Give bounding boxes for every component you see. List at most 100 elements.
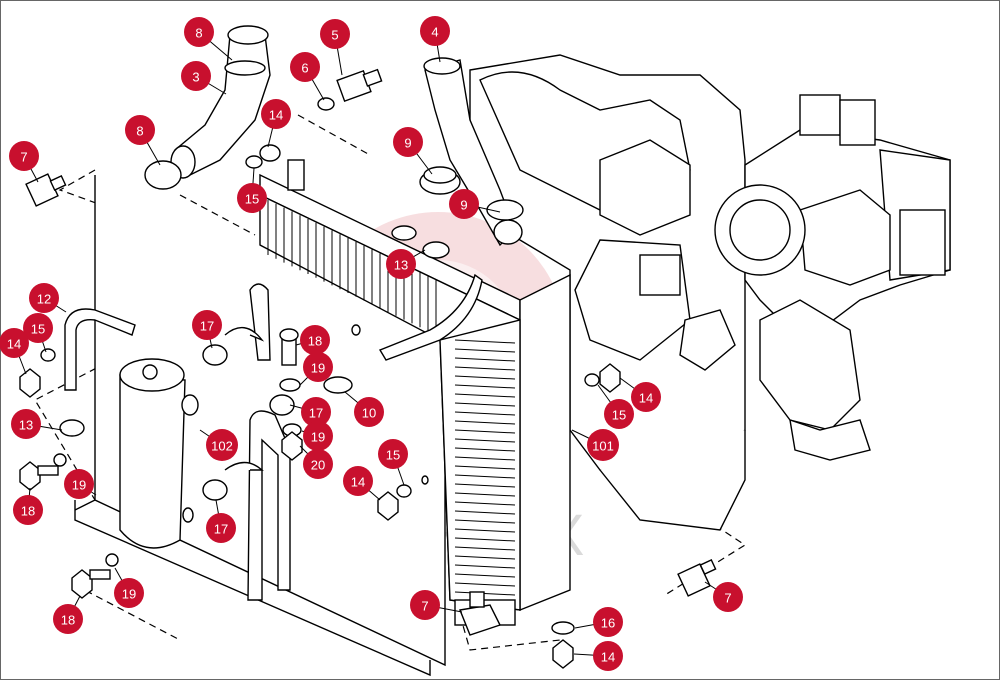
callout-clamp-b[interactable]: 9 bbox=[449, 189, 479, 219]
callout-number: 12 bbox=[37, 292, 51, 307]
callout-circle[interactable] bbox=[320, 19, 350, 49]
callout-number: 18 bbox=[61, 613, 75, 628]
callout-washer-bottom[interactable]: 19 bbox=[114, 578, 144, 608]
callout-circle[interactable] bbox=[410, 590, 440, 620]
callout-nut-upper[interactable]: 14 bbox=[261, 99, 291, 129]
callout-circle[interactable] bbox=[593, 607, 623, 637]
callout-circle[interactable] bbox=[587, 429, 619, 461]
callout-clamp-small-upper[interactable]: 13 bbox=[386, 249, 416, 279]
fin-line-side bbox=[454, 366, 516, 371]
fin-line-side bbox=[454, 564, 516, 569]
callout-clip-middle[interactable]: 17 bbox=[301, 397, 331, 427]
callout-sensor-washer[interactable]: 6 bbox=[290, 52, 320, 82]
callout-circle[interactable] bbox=[23, 313, 53, 343]
callout-circle[interactable] bbox=[303, 449, 333, 479]
callout-washer-center[interactable]: 19 bbox=[303, 352, 333, 382]
callout-circle[interactable] bbox=[206, 429, 238, 461]
callout-circle[interactable] bbox=[184, 17, 214, 47]
callout-bolt-center[interactable]: 18 bbox=[300, 325, 330, 355]
callout-circle[interactable] bbox=[181, 61, 211, 91]
callout-washer-lower-left[interactable]: 19 bbox=[64, 469, 94, 499]
callout-circle[interactable] bbox=[393, 127, 423, 157]
callout-circle[interactable] bbox=[303, 352, 333, 382]
callout-circle[interactable] bbox=[343, 466, 373, 496]
callout-tube[interactable]: 12 bbox=[29, 283, 59, 313]
callout-number: 16 bbox=[601, 616, 615, 631]
callout-circle[interactable] bbox=[9, 141, 39, 171]
fin-line-side bbox=[454, 465, 516, 470]
callout-circle[interactable] bbox=[354, 397, 384, 427]
callout-washer-mid[interactable]: 19 bbox=[303, 421, 333, 451]
fin-line-side bbox=[454, 393, 516, 398]
callout-hose-clamp-top[interactable]: 8 bbox=[184, 17, 214, 47]
callout-nut-bottom[interactable]: 14 bbox=[593, 641, 623, 671]
callout-number: 18 bbox=[21, 504, 35, 519]
callout-number: 14 bbox=[639, 391, 653, 406]
callout-nut-20[interactable]: 20 bbox=[303, 449, 333, 479]
callout-reservoir[interactable]: 102 bbox=[206, 429, 238, 461]
callout-circle[interactable] bbox=[713, 582, 743, 612]
callout-circle[interactable] bbox=[386, 249, 416, 279]
callout-circle[interactable] bbox=[261, 99, 291, 129]
callout-circle[interactable] bbox=[420, 16, 450, 46]
callout-circle[interactable] bbox=[114, 578, 144, 608]
callout-hose-clamp-lower[interactable]: 8 bbox=[125, 115, 155, 145]
callout-circle[interactable] bbox=[192, 310, 222, 340]
hose-clamp-8-lower bbox=[144, 160, 182, 190]
callout-circle[interactable] bbox=[290, 52, 320, 82]
callout-circle[interactable] bbox=[604, 399, 634, 429]
callout-circle[interactable] bbox=[64, 469, 94, 499]
callout-nut-left[interactable]: 14 bbox=[0, 328, 29, 358]
callout-circle[interactable] bbox=[0, 328, 29, 358]
callout-mount-right[interactable]: 7 bbox=[713, 582, 743, 612]
callout-circle[interactable] bbox=[29, 283, 59, 313]
callout-circle[interactable] bbox=[237, 183, 267, 213]
callout-circle[interactable] bbox=[303, 421, 333, 451]
callout-mount-bottom[interactable]: 7 bbox=[410, 590, 440, 620]
callout-bolt-lower-left[interactable]: 18 bbox=[13, 495, 43, 525]
callout-circle[interactable] bbox=[11, 409, 41, 439]
callout-number: 18 bbox=[308, 334, 322, 349]
callout-upper-hose[interactable]: 3 bbox=[181, 61, 211, 91]
callout-hose-engine[interactable]: 4 bbox=[420, 16, 450, 46]
callout-clamp-a[interactable]: 9 bbox=[393, 127, 423, 157]
callout-radiator[interactable]: 101 bbox=[587, 429, 619, 461]
fin-line-side bbox=[454, 420, 516, 425]
callout-circle[interactable] bbox=[206, 513, 236, 543]
callout-temperature-sensor[interactable]: 5 bbox=[320, 19, 350, 49]
callout-mount-left[interactable]: 7 bbox=[9, 141, 39, 171]
callout-circle[interactable] bbox=[13, 495, 43, 525]
callout-nut-mid-right[interactable]: 14 bbox=[343, 466, 373, 496]
callout-clip-upper[interactable]: 17 bbox=[192, 310, 222, 340]
callout-circle[interactable] bbox=[593, 641, 623, 671]
center-fasteners bbox=[202, 324, 361, 501]
callout-washer-upper[interactable]: 15 bbox=[237, 183, 267, 213]
callout-washer-left[interactable]: 15 bbox=[23, 313, 53, 343]
callout-clip-lower[interactable]: 17 bbox=[206, 513, 236, 543]
callout-nut-right[interactable]: 14 bbox=[631, 382, 661, 412]
callout-circle[interactable] bbox=[301, 397, 331, 427]
callout-circle[interactable] bbox=[300, 325, 330, 355]
callout-washer-mid-right[interactable]: 15 bbox=[378, 439, 408, 469]
callout-number: 15 bbox=[386, 448, 400, 463]
callout-circle[interactable] bbox=[378, 439, 408, 469]
tube-12 bbox=[64, 308, 136, 391]
fin-line-side bbox=[454, 357, 516, 362]
callout-clamp-small-left[interactable]: 13 bbox=[11, 409, 41, 439]
callout-circle[interactable] bbox=[125, 115, 155, 145]
callout-circle[interactable] bbox=[631, 382, 661, 412]
fin-line-side bbox=[454, 375, 516, 380]
callout-circle[interactable] bbox=[449, 189, 479, 219]
fin-line-side bbox=[454, 438, 516, 443]
fin-line-side bbox=[454, 339, 516, 344]
callout-bolt-bottom[interactable]: 18 bbox=[53, 604, 83, 634]
callout-clamp-10[interactable]: 10 bbox=[354, 397, 384, 427]
fin-line-side bbox=[454, 528, 516, 533]
fin-line-side bbox=[454, 591, 516, 596]
callout-circle[interactable] bbox=[53, 604, 83, 634]
callout-washer-16[interactable]: 16 bbox=[593, 607, 623, 637]
fin-line-side bbox=[454, 483, 516, 488]
callout-washer-right[interactable]: 15 bbox=[604, 399, 634, 429]
overflow-pipe bbox=[247, 283, 291, 601]
callout-number: 17 bbox=[214, 522, 228, 537]
